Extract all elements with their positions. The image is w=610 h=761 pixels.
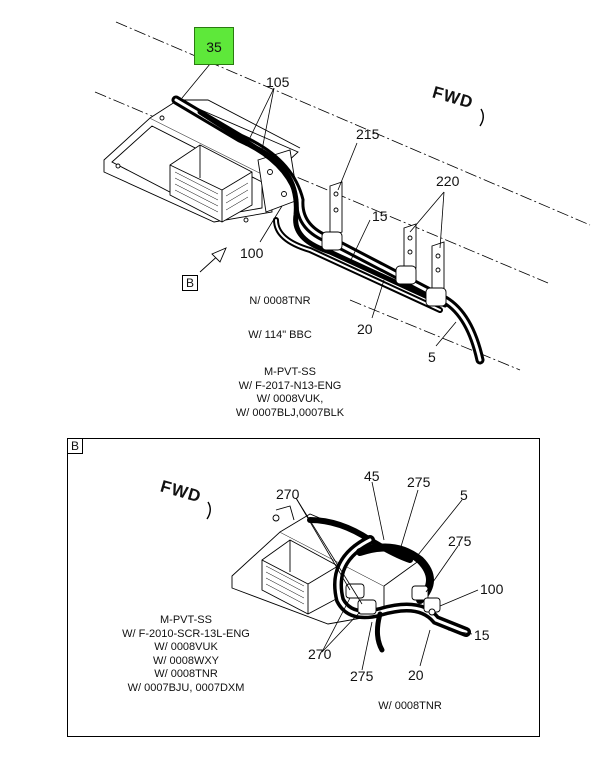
note-n-0008tnr: N/ 0008TNR — [249, 295, 311, 307]
detail-b-frame — [67, 438, 540, 737]
note-line: W/ 0008WXY — [152, 654, 220, 667]
hose-lines-detail — [307, 517, 471, 653]
callout-100[interactable]: 100 — [240, 245, 264, 261]
note-line: W/ 0007BJU, 0007DXM — [127, 681, 245, 694]
callout-275-bottom[interactable]: 275 — [350, 668, 374, 684]
callout-275-top[interactable]: 275 — [407, 474, 431, 490]
callout-275-right[interactable]: 275 — [448, 533, 472, 549]
detail-clips — [345, 583, 441, 616]
note-line: W/ 0007BLJ,0007BLK — [235, 406, 345, 419]
hose-lines-main — [171, 95, 485, 365]
hose-clip-brackets — [321, 181, 447, 307]
note-line: W/ 0008VUK — [154, 641, 218, 653]
callout-15[interactable]: 15 — [372, 208, 388, 224]
callout-leaders-main — [181, 63, 457, 347]
detail-b-label: B — [67, 438, 83, 454]
callout-220[interactable]: 220 — [436, 173, 460, 189]
detail-b-arrow — [199, 247, 227, 273]
note-line: M-PVT-SS — [160, 614, 212, 626]
note-line: W/ F-2010-SCR-13L-ENG — [122, 627, 250, 640]
callout-100-detail[interactable]: 100 — [480, 581, 504, 597]
note-detail-config: M-PVT-SS W/ F-2010-SCR-13L-ENG W/ 0008VU… — [96, 614, 276, 695]
callout-5[interactable]: 5 — [428, 349, 436, 365]
callout-270-bottom[interactable]: 270 — [308, 646, 332, 662]
callout-45[interactable]: 45 — [364, 468, 380, 484]
def-tank-assembly — [103, 99, 301, 223]
callout-15-detail[interactable]: 15 — [474, 627, 490, 643]
callout-270-top[interactable]: 270 — [276, 486, 300, 502]
note-line: W/ 0008TNR — [154, 668, 218, 680]
note-line: M-PVT-SS — [264, 366, 316, 378]
callout-leaders-detail — [295, 481, 479, 671]
callout-5-detail[interactable]: 5 — [460, 487, 468, 503]
note-main-config: M-PVT-SS W/ F-2017-N13-ENG W/ 0008VUK, W… — [190, 366, 390, 420]
note-line: W/ 0008VUK, — [256, 393, 324, 405]
callout-20-detail[interactable]: 20 — [408, 667, 424, 683]
note-line: W/ F-2017-N13-ENG — [238, 379, 342, 392]
highlighted-callout-35[interactable]: 35 — [194, 27, 234, 65]
note-114-bbc: W/ 114" BBC — [248, 329, 312, 341]
fwd-arrow-glyphs — [206, 108, 484, 520]
callout-105[interactable]: 105 — [266, 74, 290, 90]
note-detail-bottom: W/ 0008TNR — [378, 700, 442, 712]
callout-20[interactable]: 20 — [357, 321, 373, 337]
callout-215[interactable]: 215 — [356, 126, 380, 142]
detail-b-reference[interactable]: B — [182, 275, 198, 291]
